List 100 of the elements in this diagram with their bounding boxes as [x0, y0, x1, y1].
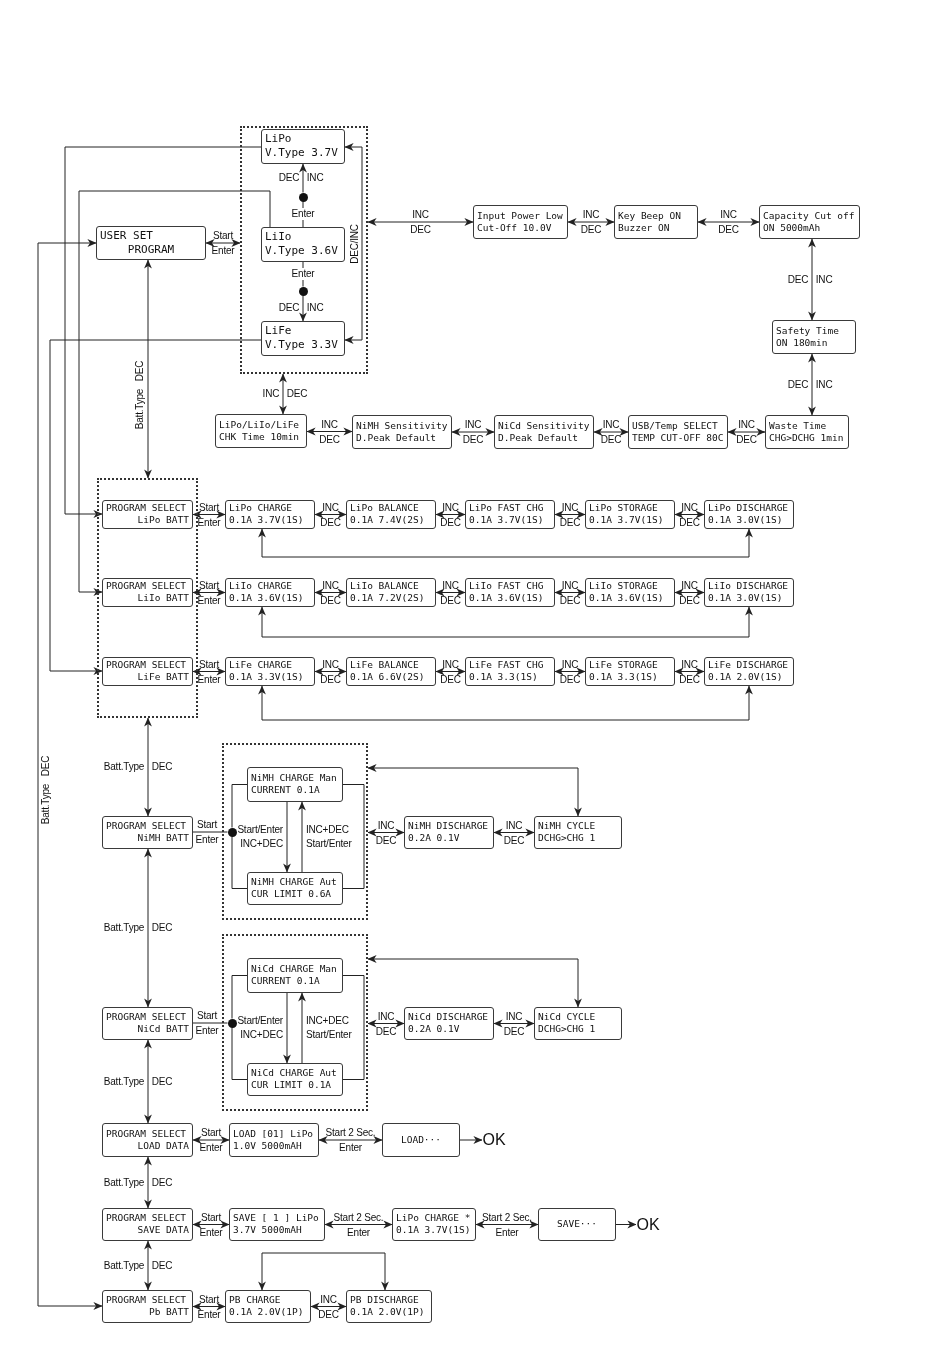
- edge-label: Batt.Type DEC: [40, 755, 52, 825]
- connector-line: [231, 784, 248, 828]
- screen-text: LiIo CHARGE: [229, 581, 292, 592]
- lcd-screen: [494, 415, 594, 449]
- screen-text: PROGRAM SELECT: [106, 1128, 187, 1140]
- double-arrow: [192, 1136, 230, 1144]
- double-arrow: [493, 1019, 535, 1028]
- edge-label: Batt.Type DEC: [103, 1075, 173, 1088]
- lcd-screen: [346, 1290, 432, 1323]
- screen-text: Capacity Cut off: [763, 210, 855, 222]
- edge-label: INC DEC: [559, 657, 581, 687]
- edge-label: INC DEC: [319, 417, 340, 447]
- screen-text: SAVE [ 1 ] LiPo: [233, 1213, 319, 1224]
- lcd-screen: [465, 578, 555, 607]
- lcd-screen: [102, 1123, 193, 1157]
- dotted-group-frame: [222, 743, 368, 920]
- double-arrow: [144, 1240, 152, 1291]
- double-arrow: [808, 238, 816, 321]
- edge-label: INC DEC: [320, 578, 341, 608]
- edge-label: Start 2 Sec. Enter: [481, 1210, 533, 1240]
- edge-label: INC DEC: [440, 500, 461, 530]
- arrow: [299, 295, 307, 322]
- screen-text: PROGRAM SELECT: [106, 1295, 187, 1306]
- double-arrow: [674, 510, 705, 519]
- connector-line: [342, 975, 365, 1080]
- screen-text: V.Type 3.7V: [265, 147, 338, 160]
- double-arrow: [451, 428, 495, 436]
- screen-text: 0.1A 6.6V(2S): [350, 672, 425, 683]
- double-arrow: [144, 717, 152, 817]
- result-text: OK: [482, 1130, 506, 1150]
- double-arrow: [318, 1136, 383, 1144]
- dotted-group-frame: [222, 934, 368, 1111]
- lcd-screen: [102, 578, 193, 607]
- screen-text: Cut-Off 10.0V: [477, 222, 552, 234]
- edge-label: Start Enter: [197, 500, 221, 530]
- double-arrow: [674, 588, 705, 597]
- screen-text: 0.1A 3.6V(1S): [229, 593, 304, 604]
- screen-text: LiFe CHARGE: [229, 660, 292, 671]
- screen-text: SAVE DATA: [137, 1225, 189, 1236]
- screen-text: LiIo BATT: [137, 593, 189, 604]
- screen-text: NiCd CYCLE: [538, 1012, 596, 1023]
- lcd-screen: [247, 767, 343, 802]
- edge-label: INC DEC: [320, 657, 341, 687]
- lcd-screen: [102, 1007, 193, 1040]
- screen-text: 1.0V 5000mAH: [233, 1140, 302, 1152]
- double-arrow: [144, 1039, 152, 1124]
- double-arrow: [144, 848, 152, 1008]
- screen-text: LiPo CHARGE *: [396, 1213, 471, 1224]
- screen-text: 3.7V 5000mAH: [233, 1225, 302, 1236]
- connector-line: [192, 1022, 228, 1024]
- screen-text: D.Peak Default: [356, 432, 437, 444]
- edge-label: Start Enter: [199, 1126, 223, 1155]
- screen-text: LiPo/LiIo/LiFe: [219, 419, 300, 431]
- edge-label: Enter: [290, 208, 316, 221]
- double-arrow: [554, 510, 586, 519]
- screen-text: 0.1A 3.3(1S): [469, 672, 538, 683]
- screen-text: SAVE···: [556, 1219, 597, 1230]
- screen-text: ON 5000mAh: [763, 222, 821, 234]
- screen-text: LiFe BATT: [137, 672, 189, 683]
- edge-label: INC DEC: [503, 818, 525, 848]
- junction-dot: [298, 286, 308, 296]
- lcd-screen: [247, 958, 343, 993]
- arrow: [64, 146, 262, 518]
- lcd-screen: [225, 1290, 311, 1323]
- lcd-screen: [404, 816, 494, 849]
- screen-text: PB CHARGE: [229, 1295, 281, 1306]
- lcd-screen: [473, 205, 568, 239]
- double-arrow: [37, 239, 103, 1310]
- screen-text: 0.1A 2.0V(1S): [708, 672, 783, 683]
- screen-text: CUR LIMIT 0.1A: [251, 1080, 332, 1091]
- edge-label: INC DEC: [718, 208, 739, 237]
- screen-text: 0.1A 3.3(1S): [589, 672, 658, 683]
- lcd-screen: [538, 1208, 616, 1241]
- edge-label: Start 2 Sec. Enter: [332, 1210, 385, 1240]
- screen-text: Buzzer ON: [618, 222, 670, 234]
- screen-text: LiIo FAST CHG: [469, 581, 544, 592]
- dotted-group-frame: [97, 478, 198, 718]
- edge-label: Start Enter: [197, 578, 221, 608]
- arrow: [459, 1136, 483, 1144]
- screen-text: V.Type 3.6V: [265, 245, 338, 258]
- screen-text: PROGRAM SELECT: [106, 503, 187, 514]
- edge-label: INC DEC: [440, 657, 461, 687]
- screen-text: 0.1A 3.6V(1S): [469, 593, 544, 604]
- screen-text: DCHG>CHG 1: [538, 1024, 596, 1035]
- double-arrow: [808, 353, 816, 416]
- screen-text: CURRENT 0.1A: [251, 976, 320, 987]
- edge-label: INC DEC: [410, 208, 431, 237]
- lcd-screen: [102, 816, 193, 849]
- connector-line: [231, 836, 248, 889]
- double-arrow: [310, 1302, 347, 1311]
- screen-text: LiFe STORAGE: [589, 660, 658, 671]
- edge-label: Start Enter: [197, 657, 221, 687]
- screen-text: PB DISCHARGE: [350, 1295, 419, 1306]
- double-arrow: [697, 218, 760, 226]
- lcd-screen: [585, 657, 675, 686]
- screen-text: PROGRAM SELECT: [106, 1012, 187, 1023]
- double-arrow: [367, 764, 582, 817]
- lcd-screen: [772, 320, 856, 354]
- edge-label: Batt.Type DEC: [103, 1176, 173, 1189]
- screen-text: NiMH Sensitivity: [356, 420, 448, 432]
